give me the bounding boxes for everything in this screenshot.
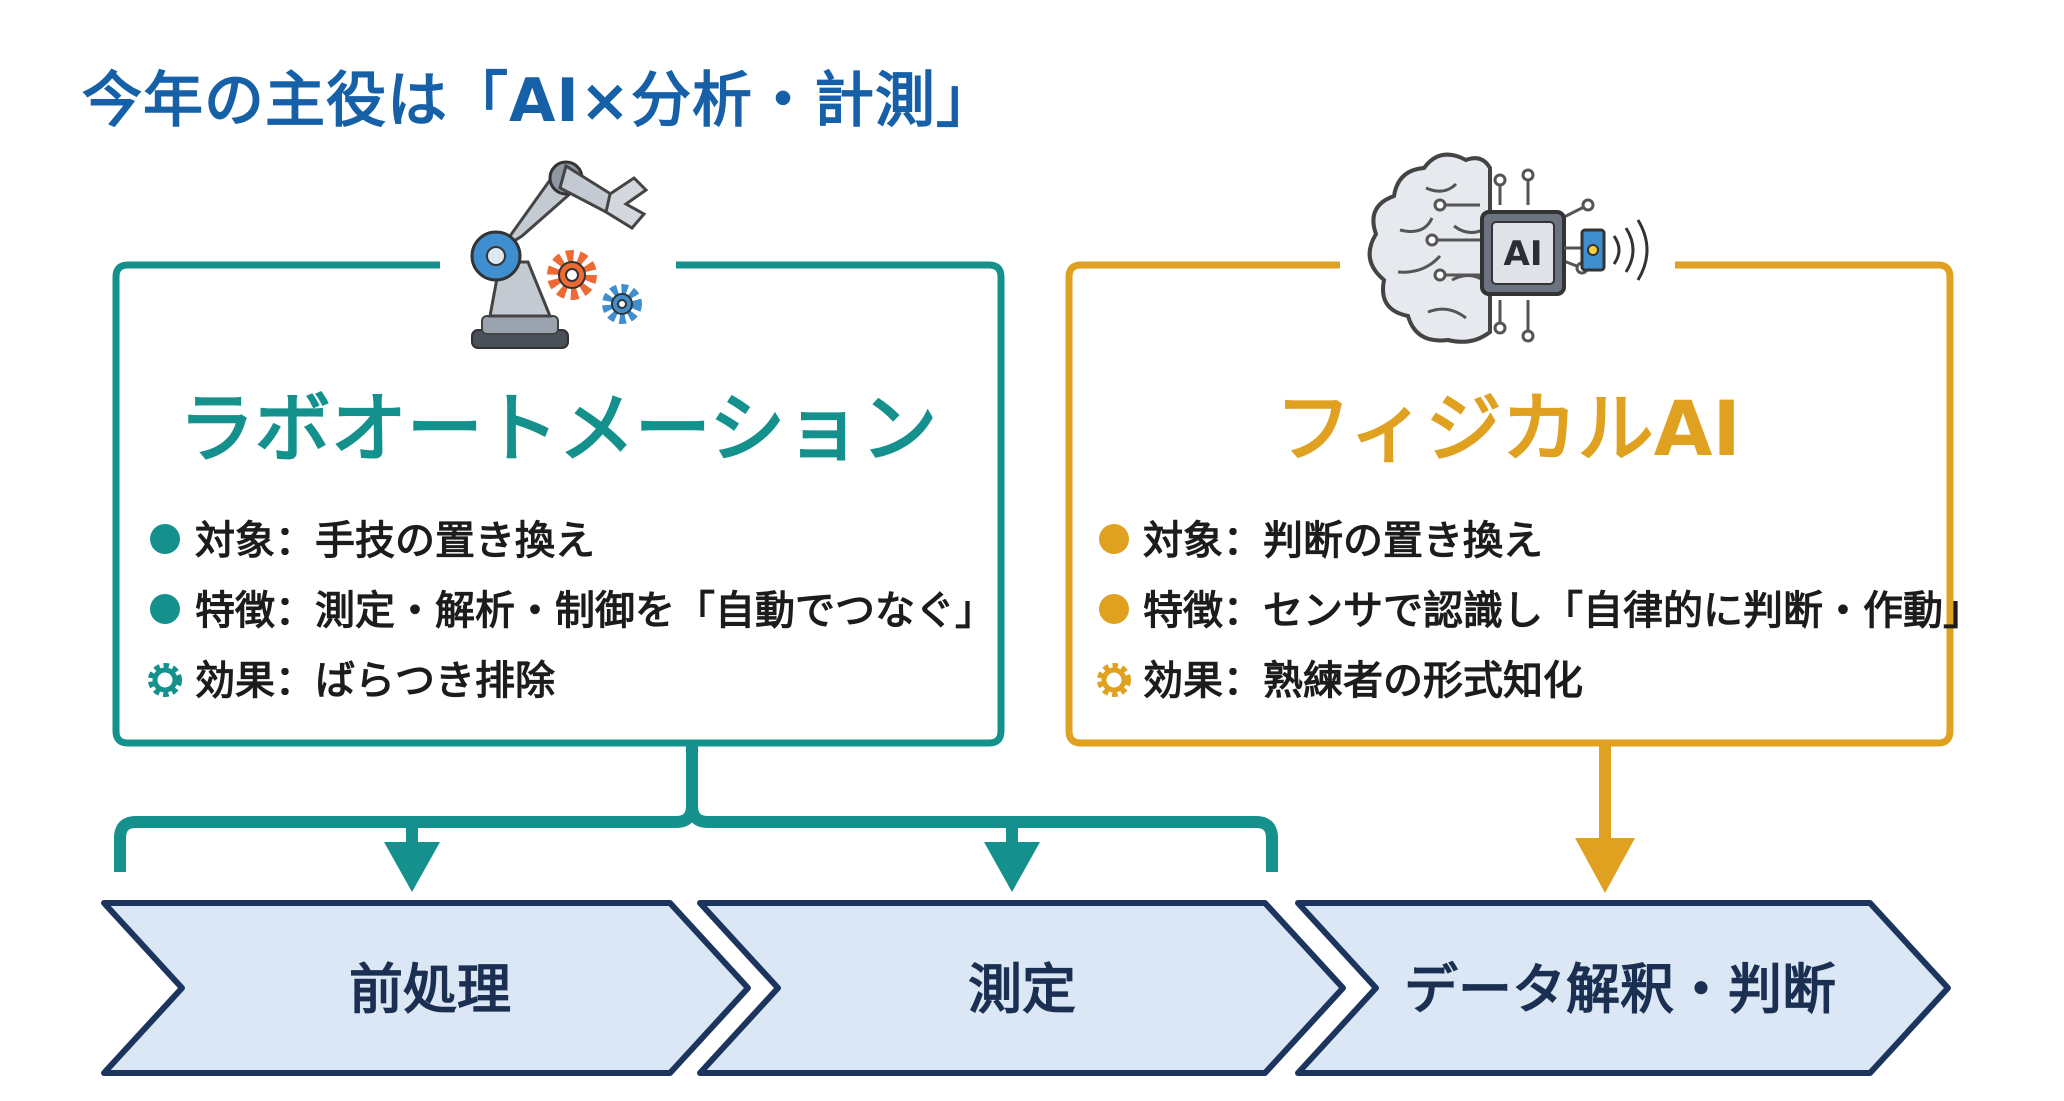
arrow-down-icon — [384, 842, 440, 892]
svg-text:特徴：測定・解析・制御を「自動でつなぐ」: 特徴：測定・解析・制御を「自動でつなぐ」 — [195, 588, 995, 634]
bullet-separator: ： — [1223, 588, 1263, 634]
bullet-label: 対象 — [195, 518, 275, 564]
bullet-separator: ： — [275, 588, 315, 634]
bullet-label: 特徴 — [195, 588, 276, 634]
svg-text:対象：判断の置き換え: 対象：判断の置き換え — [1143, 518, 1543, 564]
panel-heading-lab-automation: ラボオートメーション — [179, 384, 937, 473]
panel-heading-physical-ai: フィジカルAI — [1275, 384, 1741, 473]
stage-label: 測定 — [968, 958, 1076, 1021]
bullet-text: 測定・解析・制御を「自動でつなぐ」 — [315, 588, 995, 634]
bullet-dot-icon — [1099, 594, 1129, 624]
bullet-label: 効果 — [1143, 658, 1223, 704]
gear-icon — [1097, 663, 1131, 697]
bullet-dot-icon — [150, 524, 180, 554]
bullet-item: 特徴：センサで認識し「自律的に判断・作動」 — [1099, 588, 1983, 634]
bullet-item: 効果：ばらつき排除 — [148, 658, 556, 704]
arrow-down-icon — [984, 842, 1040, 892]
bullet-dot-icon — [1099, 524, 1129, 554]
bullet-separator: ： — [275, 518, 315, 564]
svg-text:効果：熟練者の形式知化: 効果：熟練者の形式知化 — [1143, 658, 1583, 704]
panel-frame-physical-ai — [1065, 261, 1954, 747]
bullet-item: 対象：判断の置き換え — [1099, 518, 1543, 564]
stage-preprocessing: 前処理 — [101, 900, 751, 1076]
bullet-text: 手技の置き換え — [315, 518, 595, 564]
bullet-label: 特徴 — [1143, 588, 1224, 634]
bullet-list-lab-automation: 対象：手技の置き換え 特徴：測定・解析・制御を「自動でつなぐ」 効果：ばらつき排… — [148, 518, 995, 704]
stage-label: データ解釈・判断 — [1404, 958, 1836, 1021]
process-flow: 前処理 測定 データ解釈・判断 — [101, 900, 1951, 1076]
bullet-text: 熟練者の形式知化 — [1263, 658, 1583, 704]
bullet-separator: ： — [275, 658, 315, 704]
bullet-item: 効果：熟練者の形式知化 — [1097, 658, 1583, 704]
stage-measurement: 測定 — [697, 900, 1346, 1076]
bullet-separator: ： — [1223, 658, 1263, 704]
svg-text:特徴：センサで認識し「自律的に判断・作動」: 特徴：センサで認識し「自律的に判断・作動」 — [1143, 588, 1983, 634]
page-title: 今年の主役は「AI×分析・計測」 — [82, 66, 998, 136]
arrow-down-icon — [1575, 838, 1635, 893]
bullet-text: 判断の置き換え — [1263, 518, 1543, 564]
connector-physical-ai — [1575, 743, 1635, 893]
panel-frame-lab-automation — [112, 261, 1005, 747]
panel-lab-automation: ラボオートメーション 対象：手技の置き換え 特徴：測定・解析・制御を「自動でつな… — [112, 160, 1005, 747]
stage-data-interpretation: データ解釈・判断 — [1295, 900, 1951, 1076]
gear-icon — [148, 663, 182, 697]
svg-text:対象：手技の置き換え: 対象：手技の置き換え — [195, 518, 595, 564]
bullet-item: 特徴：測定・解析・制御を「自動でつなぐ」 — [150, 588, 995, 634]
brain-chip-sensor-icon: AI — [1367, 152, 1649, 344]
panel-physical-ai: AI フィジカルAI 対象：判断の置き換え 特徴：センサで認識し「自律的に判断・… — [1065, 152, 1983, 747]
robot-arm-gears-icon — [470, 160, 649, 349]
bullet-item: 対象：手技の置き換え — [150, 518, 595, 564]
bullet-list-physical-ai: 対象：判断の置き換え 特徴：センサで認識し「自律的に判断・作動」 効果：熟練者の… — [1097, 518, 1983, 704]
bullet-label: 対象 — [1143, 518, 1223, 564]
svg-text:効果：ばらつき排除: 効果：ばらつき排除 — [195, 658, 556, 704]
connector-lab-automation — [114, 743, 1278, 892]
stage-label: 前処理 — [349, 958, 511, 1021]
bullet-text: ばらつき排除 — [315, 658, 556, 704]
ai-chip-label: AI — [1504, 234, 1543, 274]
bullet-separator: ： — [1223, 518, 1263, 564]
bullet-dot-icon — [150, 594, 180, 624]
bullet-label: 効果 — [195, 658, 275, 704]
bullet-text: センサで認識し「自律的に判断・作動」 — [1263, 588, 1983, 634]
